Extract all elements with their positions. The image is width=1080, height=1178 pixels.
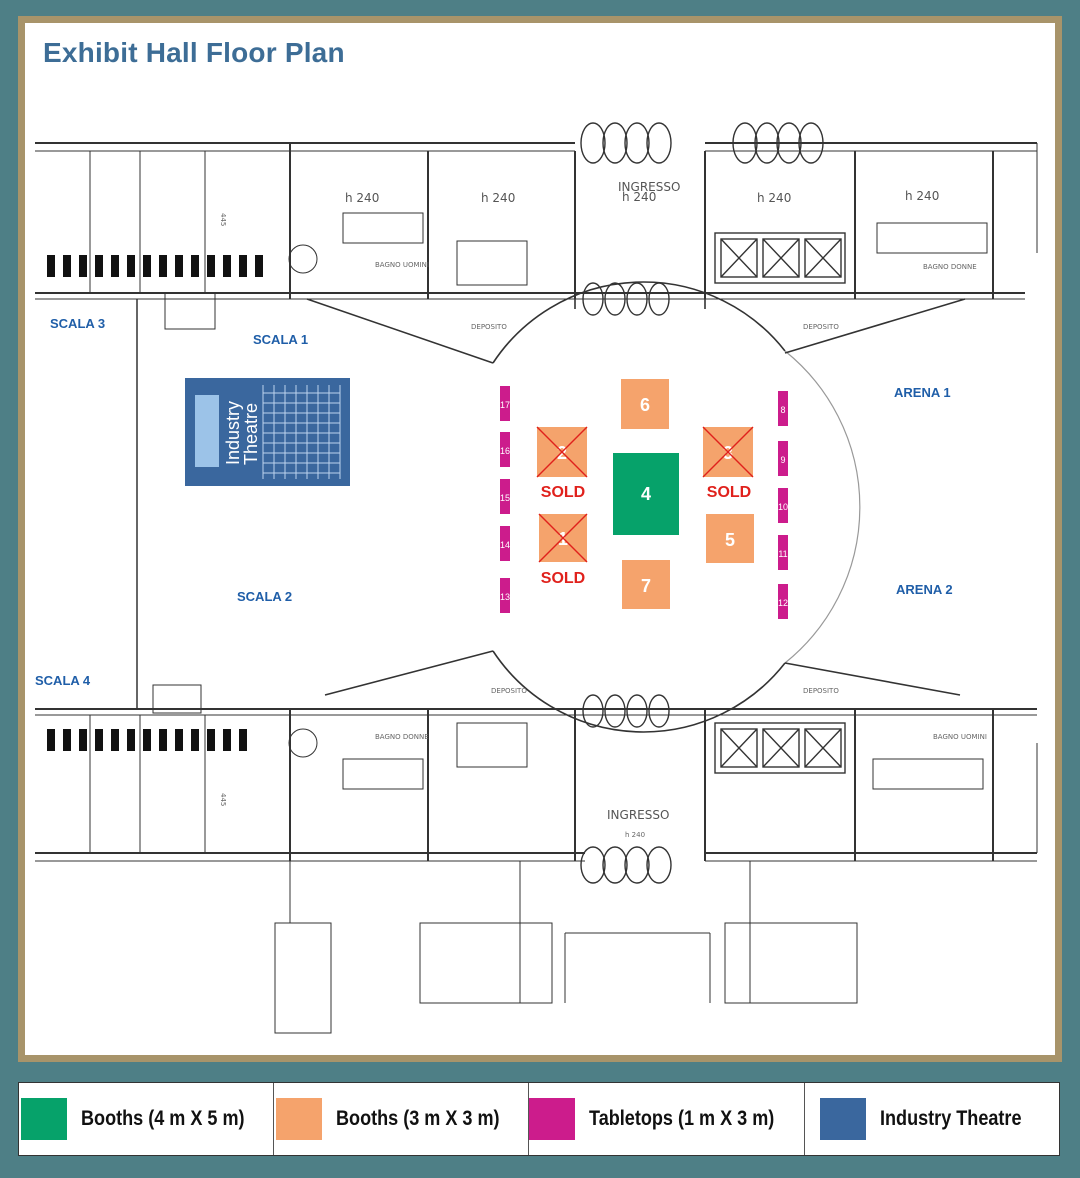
sold-label: SOLD bbox=[707, 484, 751, 501]
tabletop-15[interactable] bbox=[500, 479, 510, 514]
dimension-label: 445 bbox=[219, 213, 227, 226]
floor-plan-panel: Exhibit Hall Floor Plan bbox=[25, 23, 1055, 1055]
ingresso-top-height: h 240 bbox=[622, 190, 656, 204]
sold-cross bbox=[536, 426, 588, 478]
ingresso-top-label: INGRESSO bbox=[618, 180, 680, 194]
tabletop-17[interactable] bbox=[500, 386, 510, 421]
tabletop-number: 10 bbox=[778, 502, 788, 512]
legend-swatch-tabletop bbox=[528, 1098, 575, 1140]
bagno-label: BAGNO DONNE bbox=[923, 263, 977, 271]
tabletop-13[interactable] bbox=[500, 578, 510, 613]
floor-plan-map: INGRESSO h 240 h 240 h 240 h 240 h 240 D… bbox=[35, 122, 1038, 1034]
deposito-label: DEPOSITO bbox=[803, 687, 839, 695]
tabletops-right: 8 9 10 11 12 bbox=[778, 391, 788, 619]
room-label-arena-2: ARENA 2 bbox=[896, 582, 953, 597]
industry-theatre[interactable]: Industry Theatre bbox=[185, 378, 350, 486]
deposito-label: DEPOSITO bbox=[491, 687, 527, 695]
booth-number: 1 bbox=[558, 529, 568, 549]
theatre-label-line1: Industry bbox=[223, 401, 243, 465]
tabletop-9[interactable] bbox=[778, 441, 788, 476]
booth-5[interactable] bbox=[706, 514, 754, 563]
legend-item-medium-booths: Booths (3 m X 3 m) bbox=[274, 1083, 529, 1155]
legend-label: Tabletops (1 m X 3 m) bbox=[588, 1107, 774, 1130]
room-label-arena-1: ARENA 1 bbox=[894, 385, 951, 400]
stairwells bbox=[152, 240, 858, 1034]
room-height-label: h 240 bbox=[345, 191, 379, 205]
legend-item-large-booths: Booths (4 m X 5 m) bbox=[19, 1083, 274, 1155]
tabletop-11[interactable] bbox=[778, 535, 788, 570]
tabletop-number: 8 bbox=[780, 405, 785, 415]
restroom-fixtures bbox=[288, 212, 988, 790]
legend-item-tabletops: Tabletops (1 m X 3 m) bbox=[528, 1083, 806, 1155]
tabletop-14[interactable] bbox=[500, 526, 510, 561]
tabletop-number: 16 bbox=[500, 446, 510, 456]
tabletop-number: 17 bbox=[500, 400, 510, 410]
dimension-label: 445 bbox=[219, 793, 227, 806]
tabletop-10[interactable] bbox=[778, 488, 788, 523]
room-label-scala-4: SCALA 4 bbox=[35, 673, 91, 688]
tabletop-12[interactable] bbox=[778, 584, 788, 619]
theatre-label-line2: Theatre bbox=[241, 403, 261, 465]
room-label-scala-2: SCALA 2 bbox=[237, 589, 292, 604]
tabletop-number: 11 bbox=[778, 549, 787, 559]
room-label-scala-3: SCALA 3 bbox=[50, 316, 105, 331]
bagno-label: BAGNO DONNE bbox=[375, 733, 429, 741]
elevators bbox=[714, 232, 846, 774]
booth-7[interactable] bbox=[622, 560, 670, 609]
ingresso-bottom-height: h 240 bbox=[625, 831, 645, 839]
theatre-seating-grid bbox=[262, 385, 341, 479]
legend: Booths (4 m X 5 m) Booths (3 m X 3 m) Ta… bbox=[18, 1082, 1060, 1156]
legend-label: Booths (4 m X 5 m) bbox=[80, 1107, 245, 1130]
tabletop-number: 12 bbox=[778, 598, 788, 608]
theatre-stage bbox=[195, 395, 219, 467]
booths: 4 6 5 7 2 SOLD 3 SOLD 1 bbox=[536, 379, 754, 609]
hatch-stripes bbox=[47, 255, 263, 751]
room-height-label: h 240 bbox=[905, 189, 939, 203]
deposito-label: DEPOSITO bbox=[471, 323, 507, 331]
booth-number: 5 bbox=[725, 530, 735, 550]
tabletop-number: 14 bbox=[500, 540, 510, 550]
entrance-doors bbox=[580, 122, 824, 884]
room-height-label: h 240 bbox=[757, 191, 791, 205]
central-hall-outline bbox=[306, 281, 966, 733]
sold-cross bbox=[702, 426, 754, 478]
bagno-label: BAGNO UOMINI bbox=[933, 733, 987, 741]
room-height-label: h 240 bbox=[481, 191, 515, 205]
tabletop-16[interactable] bbox=[500, 432, 510, 467]
sold-cross bbox=[538, 513, 588, 563]
legend-item-industry-theatre: Industry Theatre bbox=[805, 1083, 1059, 1155]
sold-label: SOLD bbox=[541, 484, 585, 501]
bagno-label: BAGNO UOMINI bbox=[375, 261, 429, 269]
ingresso-bottom-label: INGRESSO bbox=[607, 808, 669, 822]
page-title: Exhibit Hall Floor Plan bbox=[43, 37, 345, 68]
booth-number: 3 bbox=[723, 443, 733, 463]
tabletop-number: 9 bbox=[780, 455, 785, 465]
booth-number: 6 bbox=[640, 395, 650, 415]
legend-swatch-industry-theatre bbox=[819, 1098, 866, 1140]
legend-label: Industry Theatre bbox=[879, 1107, 1022, 1130]
tabletop-number: 13 bbox=[500, 592, 510, 602]
booth-6[interactable] bbox=[621, 379, 669, 429]
legend-swatch-medium-booth bbox=[275, 1098, 322, 1140]
booth-number: 2 bbox=[557, 443, 567, 463]
legend-swatch-large-booth bbox=[20, 1098, 67, 1140]
legend-label: Booths (3 m X 3 m) bbox=[335, 1107, 500, 1130]
booth-number: 7 bbox=[641, 576, 651, 596]
deposito-label: DEPOSITO bbox=[803, 323, 839, 331]
tabletops-left: 17 16 15 14 13 bbox=[500, 386, 510, 613]
booth-number: 4 bbox=[641, 484, 651, 504]
tabletop-number: 15 bbox=[500, 493, 510, 503]
building-walls bbox=[35, 142, 1038, 862]
booth-4[interactable] bbox=[613, 453, 679, 535]
sold-label: SOLD bbox=[541, 570, 585, 587]
room-label-scala-1: SCALA 1 bbox=[253, 332, 308, 347]
tabletop-8[interactable] bbox=[778, 391, 788, 426]
